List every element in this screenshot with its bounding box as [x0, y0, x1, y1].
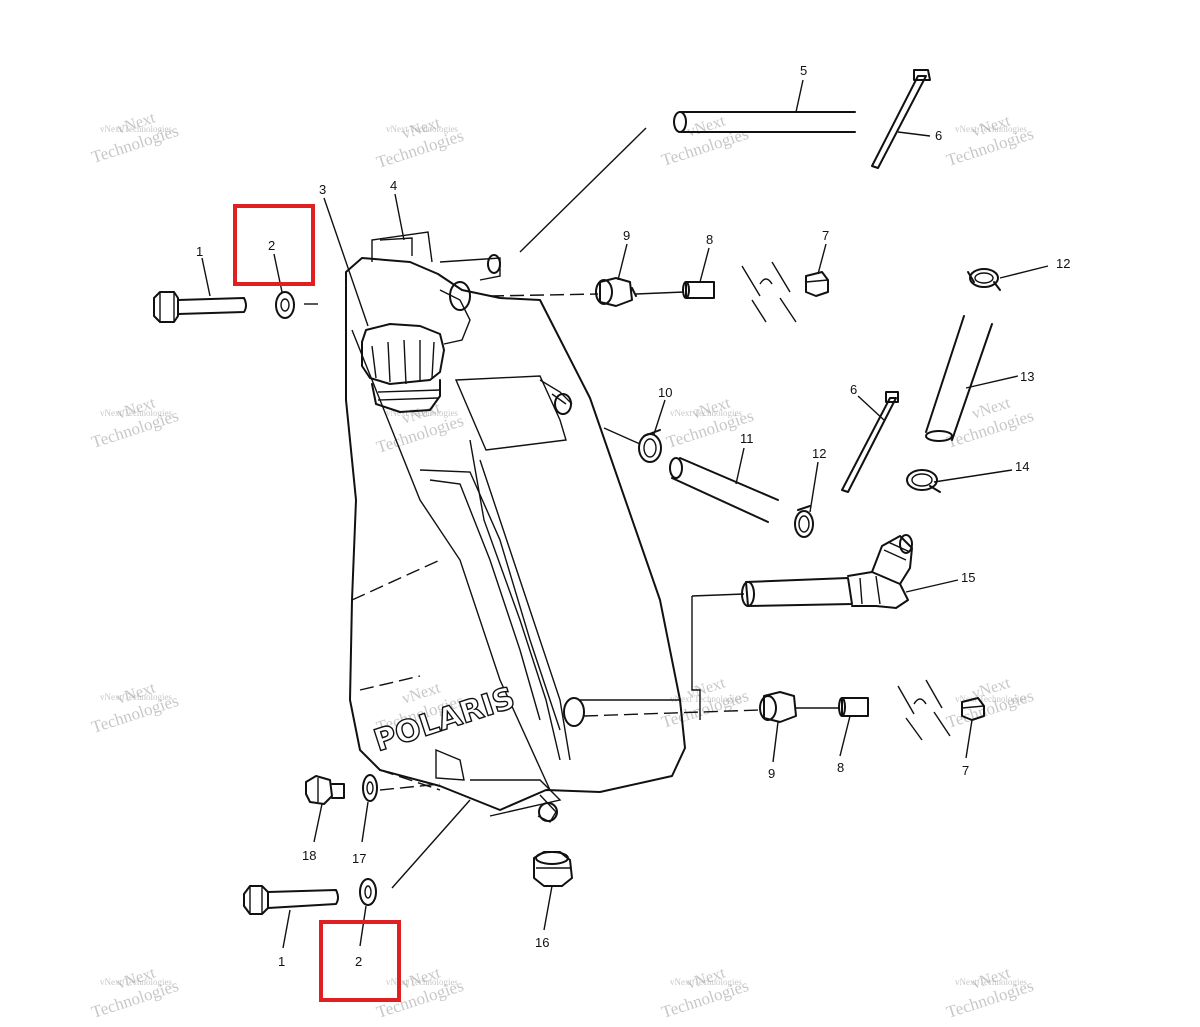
watermark: vNext Technologies	[670, 694, 742, 704]
callout-9: 9	[623, 228, 630, 243]
spacer-top	[682, 281, 715, 299]
callout-1: 1	[278, 954, 285, 969]
watermarks: vNext Technologies vNext Technologies vN…	[89, 109, 1036, 1022]
highlight-box-bottom	[319, 920, 401, 1002]
washer-bottom	[359, 799, 471, 906]
watermark: vNext Technologies	[386, 408, 458, 418]
callout-3: 3	[319, 182, 326, 197]
grommet-top	[489, 277, 685, 307]
bolt-top	[153, 291, 247, 323]
callout-2: 2	[355, 954, 362, 969]
watermark: vNext Technologies	[386, 977, 458, 987]
callout-10: 10	[658, 385, 672, 400]
callout-7: 7	[822, 228, 829, 243]
breather-hose	[669, 457, 779, 523]
nut-top	[805, 271, 829, 297]
break-marks-bottom	[897, 679, 951, 741]
cable-tie-top	[871, 69, 931, 169]
callout-9: 9	[768, 766, 775, 781]
highlight-box-top	[233, 204, 315, 286]
watermark: vNext Technologies	[670, 408, 742, 418]
watermark: vNext Technologies	[100, 408, 172, 418]
clamp-14	[906, 469, 941, 493]
watermark: vNext Technologies	[100, 977, 172, 987]
polaris-logo: POLARIS	[370, 681, 519, 759]
callout-8: 8	[706, 232, 713, 247]
callout-14: 14	[1015, 459, 1029, 474]
callout-labels: 1 2 3 4 5 6 9 8 7 12 13 10 11 6 12 14 15…	[196, 63, 1070, 969]
callout-15: 15	[961, 570, 975, 585]
drain-washer	[362, 774, 441, 802]
callout-16: 16	[535, 935, 549, 950]
callout-5: 5	[800, 63, 807, 78]
callout-8: 8	[837, 760, 844, 775]
callout-11: 11	[740, 431, 754, 446]
washer-top	[275, 291, 322, 319]
leader-lines	[201, 79, 1049, 949]
callout-18: 18	[302, 848, 316, 863]
watermark: vNext Technologies	[670, 977, 742, 987]
callout-7: 7	[962, 763, 969, 778]
callout-6: 6	[935, 128, 942, 143]
vent-hose	[519, 111, 856, 253]
watermark: vNext Technologies	[100, 692, 172, 702]
watermark: vNext Technologies	[955, 124, 1027, 134]
elbow-fitting	[691, 534, 913, 720]
callout-6: 6	[850, 382, 857, 397]
filler-cap	[361, 323, 445, 413]
clamp-mid	[794, 505, 814, 538]
highlights	[233, 204, 401, 1002]
callout-13: 13	[1020, 369, 1034, 384]
callout-12: 12	[812, 446, 826, 461]
callout-17: 17	[352, 851, 366, 866]
watermark: vNext Technologies	[955, 694, 1027, 704]
callout-12: 12	[1056, 256, 1070, 271]
clamp-top	[967, 268, 1001, 291]
cable-tie-mid	[841, 391, 899, 493]
watermark: vNext Technologies	[955, 977, 1027, 987]
break-marks-top	[741, 261, 797, 323]
callout-2: 2	[268, 238, 275, 253]
oil-tank: POLARIS	[345, 231, 686, 823]
grommet-16	[533, 851, 573, 887]
watermark: vNext Technologies	[100, 124, 172, 134]
grommet-bottom	[583, 691, 840, 723]
bolt-bottom	[243, 885, 339, 915]
drain-plug	[305, 775, 345, 805]
callout-1: 1	[196, 244, 203, 259]
fill-hose	[925, 315, 993, 442]
clamp-10	[603, 427, 662, 463]
spacer-bottom	[838, 697, 869, 717]
nut-bottom	[961, 697, 985, 721]
watermark: vNext Technologies	[386, 124, 458, 134]
callout-4: 4	[390, 178, 397, 193]
